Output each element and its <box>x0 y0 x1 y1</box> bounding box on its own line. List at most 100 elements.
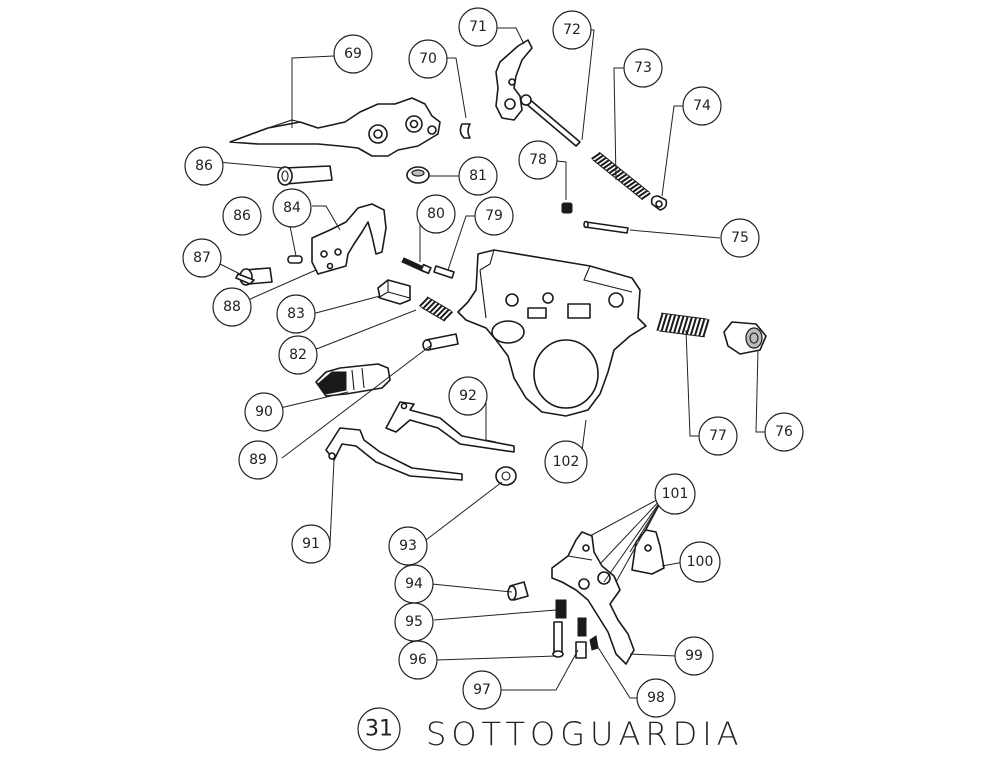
svg-text:72: 72 <box>563 22 581 38</box>
part-77-spring <box>656 312 710 338</box>
part-87-bushing <box>235 267 273 286</box>
svg-text:91: 91 <box>302 536 320 552</box>
svg-text:77: 77 <box>709 428 727 444</box>
callout-79: 79 <box>474 196 514 236</box>
part-79-pin <box>433 265 455 279</box>
callout-98: 98 <box>636 678 676 718</box>
part-98-part <box>589 635 599 651</box>
part-97-spring <box>575 617 587 659</box>
svg-text:84: 84 <box>283 200 301 216</box>
part-95-spring <box>555 599 567 619</box>
svg-text:87: 87 <box>193 250 211 266</box>
svg-text:99: 99 <box>685 648 703 664</box>
svg-text:82: 82 <box>289 347 307 363</box>
svg-text:75: 75 <box>731 230 749 246</box>
svg-text:100: 100 <box>687 554 714 570</box>
part-70-clip <box>459 123 471 139</box>
callout-89: 89 <box>238 440 278 480</box>
svg-text:80: 80 <box>427 206 445 222</box>
part-84-plate <box>311 203 387 275</box>
title-number: 31 <box>365 717 393 742</box>
title-number-circle <box>357 707 401 751</box>
svg-text:73: 73 <box>634 60 652 76</box>
callout-88: 88 <box>212 287 252 327</box>
callout-72: 72 <box>552 10 592 50</box>
callout-74: 74 <box>682 86 722 126</box>
part-94-cylinder <box>507 581 529 601</box>
callout-101: 101 <box>654 473 696 515</box>
part-83-block <box>377 279 411 305</box>
callout-86-upper: 86 <box>184 146 224 186</box>
part-102-trigger-guard <box>457 249 647 417</box>
callout-71: 71 <box>458 7 498 47</box>
callout-93: 93 <box>388 526 428 566</box>
title-text: SOTTOGUARDIA <box>426 715 744 753</box>
callout-94: 94 <box>394 564 434 604</box>
part-90-safety <box>315 363 391 397</box>
svg-text:89: 89 <box>249 452 267 468</box>
svg-text:93: 93 <box>399 538 417 554</box>
svg-text:92: 92 <box>459 388 477 404</box>
callout-96: 96 <box>398 640 438 680</box>
callout-80: 80 <box>416 194 456 234</box>
svg-text:69: 69 <box>344 46 362 62</box>
part-76-nut <box>723 321 767 355</box>
svg-text:86: 86 <box>233 208 251 224</box>
svg-text:101: 101 <box>662 486 689 502</box>
part-96-pin <box>552 621 564 658</box>
svg-text:86: 86 <box>195 158 213 174</box>
callout-73: 73 <box>623 48 663 88</box>
svg-text:79: 79 <box>485 208 503 224</box>
callout-84: 84 <box>272 188 312 228</box>
diagram-title: 31 SOTTOGUARDIA <box>357 707 744 753</box>
callout-92: 92 <box>448 376 488 416</box>
callout-78: 78 <box>518 140 558 180</box>
part-74-washer <box>650 195 668 211</box>
svg-text:83: 83 <box>287 306 305 322</box>
callout-87: 87 <box>182 238 222 278</box>
callout-82: 82 <box>278 335 318 375</box>
callout-81: 81 <box>458 156 498 196</box>
svg-text:70: 70 <box>419 51 437 67</box>
callout-91: 91 <box>291 524 331 564</box>
part-99-trigger <box>551 531 635 665</box>
svg-text:88: 88 <box>223 299 241 315</box>
svg-text:94: 94 <box>405 576 423 592</box>
part-100-lever <box>631 529 665 575</box>
part-80-screw <box>401 257 432 275</box>
callout-83: 83 <box>276 294 316 334</box>
callout-77: 77 <box>698 416 738 456</box>
callout-97: 97 <box>462 670 502 710</box>
callout-76: 76 <box>764 412 804 452</box>
part-91-lever <box>325 427 463 481</box>
part-71-hammer <box>495 39 533 121</box>
part-81-rivet <box>406 166 430 184</box>
part-72-rod <box>520 94 581 147</box>
svg-text:90: 90 <box>255 404 273 420</box>
svg-text:97: 97 <box>473 682 491 698</box>
svg-text:71: 71 <box>469 19 487 35</box>
part-75-pin <box>583 220 629 234</box>
svg-text:81: 81 <box>469 168 487 184</box>
svg-text:76: 76 <box>775 424 793 440</box>
svg-text:98: 98 <box>647 690 665 706</box>
callout-100: 100 <box>679 541 721 583</box>
part-92-lever <box>385 401 515 453</box>
callout-70: 70 <box>408 39 448 79</box>
part-73-spring <box>591 151 651 201</box>
svg-text:74: 74 <box>693 98 711 114</box>
part-93-washer <box>495 466 517 486</box>
part-69-lever <box>229 97 441 157</box>
part-86-small-pin <box>287 255 303 264</box>
callout-69: 69 <box>333 34 373 74</box>
callout-75: 75 <box>720 218 760 258</box>
svg-text:95: 95 <box>405 614 423 630</box>
svg-text:102: 102 <box>553 454 580 470</box>
part-82-spring <box>418 296 454 322</box>
svg-text:78: 78 <box>529 152 547 168</box>
callout-90: 90 <box>244 392 284 432</box>
svg-text:96: 96 <box>409 652 427 668</box>
part-86-tube <box>277 165 333 186</box>
callout-95: 95 <box>394 602 434 642</box>
part-89-pin <box>422 333 459 351</box>
